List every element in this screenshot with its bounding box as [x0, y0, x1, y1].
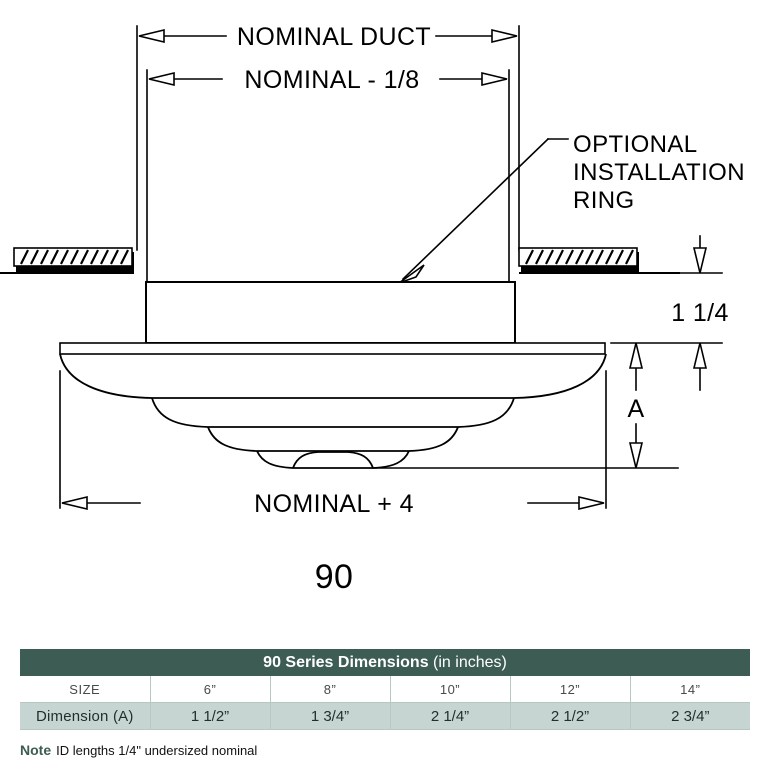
technical-drawing: NOMINAL DUCT NOMINAL - 1/8 OPTIONAL INST…	[0, 23, 745, 596]
cell-dim-14: 2 3/4”	[630, 702, 751, 730]
table-note: Note ID lengths 1/4" undersized nominal	[20, 742, 257, 758]
table-title-strong: 90 Series Dimensions	[263, 654, 429, 671]
table-title: 90 Series Dimensions (in inches)	[20, 649, 751, 676]
ceiling-left	[0, 247, 134, 274]
row-label-size: SIZE	[20, 676, 151, 703]
arrowhead-nominal-duct-left	[138, 28, 165, 44]
callout-line-1: OPTIONAL	[573, 131, 698, 158]
cell-dim-10: 2 1/4”	[390, 702, 511, 730]
label-cone-height-A: A	[627, 395, 644, 423]
row-label-dimension-a: Dimension (A)	[20, 702, 151, 730]
cell-dim-8: 1 3/4”	[270, 702, 391, 730]
series-label: 90	[315, 558, 354, 596]
cone-tier-4	[256, 450, 410, 469]
note-text: ID lengths 1/4" undersized nominal	[56, 743, 258, 758]
table-row: SIZE 6” 8” 10” 12” 14”	[20, 676, 751, 703]
arrowhead-nominal-minus-right	[481, 71, 508, 87]
diffuser-cones	[59, 353, 607, 469]
cone-tier-1	[59, 353, 607, 399]
installation-ring	[145, 281, 516, 344]
arrowhead-collar-height-up	[692, 342, 708, 369]
cone-tier-5	[292, 451, 374, 469]
arrowhead-A-up	[628, 342, 644, 369]
arrowhead-bottom-right	[578, 495, 605, 511]
arrowhead-collar-height-down	[692, 247, 708, 274]
drawing-canvas: NOMINAL DUCT NOMINAL - 1/8 OPTIONAL INST…	[0, 23, 745, 596]
callout-arrowhead	[398, 264, 425, 284]
cell-size-10: 10”	[390, 676, 511, 703]
cell-size-12: 12”	[510, 676, 631, 703]
cell-dim-12: 2 1/2”	[510, 702, 631, 730]
arrowhead-bottom-left	[61, 495, 88, 511]
arrowhead-nominal-minus-left	[148, 71, 175, 87]
table-title-light: (in inches)	[428, 654, 507, 671]
cell-dim-6: 1 1/2”	[150, 702, 271, 730]
callout-line-3: RING	[573, 187, 635, 214]
arrowhead-A-down	[628, 442, 644, 469]
cone-tier-3	[207, 426, 459, 452]
label-nominal-duct: NOMINAL DUCT	[237, 23, 431, 51]
arrowhead-nominal-duct-right	[491, 28, 518, 44]
diffuser-flange	[59, 342, 606, 355]
cone-tier-2	[151, 397, 515, 428]
cell-size-8: 8”	[270, 676, 391, 703]
callout-leader-diagonal	[401, 137, 550, 281]
dimensions-table-block: 90 Series Dimensions (in inches) SIZE 6”…	[20, 649, 751, 730]
dimensions-table: 90 Series Dimensions (in inches) SIZE 6”…	[20, 649, 751, 730]
ceiling-right	[518, 247, 680, 274]
label-nominal-plus-four: NOMINAL + 4	[254, 490, 414, 518]
note-label: Note	[20, 742, 52, 758]
table-row: Dimension (A) 1 1/2” 1 3/4” 2 1/4” 2 1/2…	[20, 702, 751, 730]
cell-size-14: 14”	[630, 676, 751, 703]
cell-size-6: 6”	[150, 676, 271, 703]
label-collar-height: 1 1/4	[671, 299, 729, 327]
callout-line-2: INSTALLATION	[573, 159, 745, 186]
label-nominal-minus-eighth: NOMINAL - 1/8	[244, 66, 419, 94]
